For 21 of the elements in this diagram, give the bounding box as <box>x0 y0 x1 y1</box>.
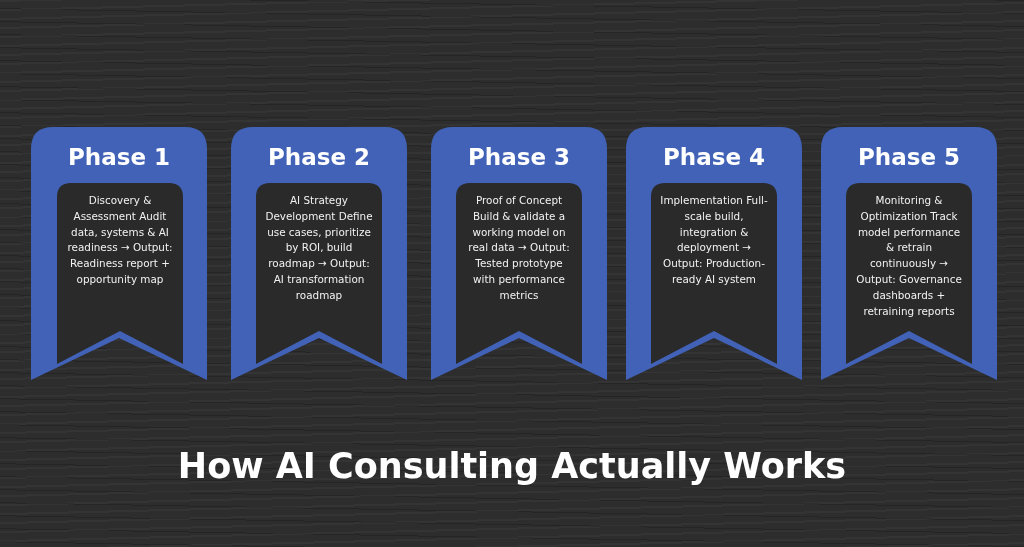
phase-description: Monitoring & Optimization Track model performance & retrain continuously → Output: Governance dashboards + retraining reports <box>855 193 963 319</box>
phase-heading: Phase 2 <box>267 143 371 171</box>
phase-heading: Phase 5 <box>857 143 961 171</box>
phase-description: AI Strategy Development Define use cases, prioritize by ROI, build roadmap → Output: AI transformation roadmap <box>264 193 374 303</box>
description-panel <box>846 183 972 364</box>
phase-heading: Phase 3 <box>467 143 571 171</box>
description-panel <box>651 183 777 364</box>
phase-description: Discovery & Assessment Audit data, systems & AI readiness → Output: Readiness report + opportunity map <box>66 193 174 287</box>
description-panel <box>456 183 582 364</box>
phase-description: Proof of Concept Build & validate a working model on real data → Output: Tested prototype with performance metrics <box>467 193 571 303</box>
title: How AI Consulting Actually Works <box>177 445 847 488</box>
phase-heading: Phase 4 <box>662 143 766 171</box>
phase-description: Implementation Full-scale build, integration & deployment → Output: Production-ready AI system <box>659 193 769 287</box>
ribbon-banner <box>626 127 802 380</box>
ribbon-banner <box>821 127 997 380</box>
ribbon-banner <box>231 127 407 380</box>
ribbon-banner <box>31 127 207 380</box>
phase-heading: Phase 1 <box>67 143 171 171</box>
description-panel <box>256 183 382 364</box>
description-panel <box>57 183 183 364</box>
ribbon-banner <box>431 127 607 380</box>
